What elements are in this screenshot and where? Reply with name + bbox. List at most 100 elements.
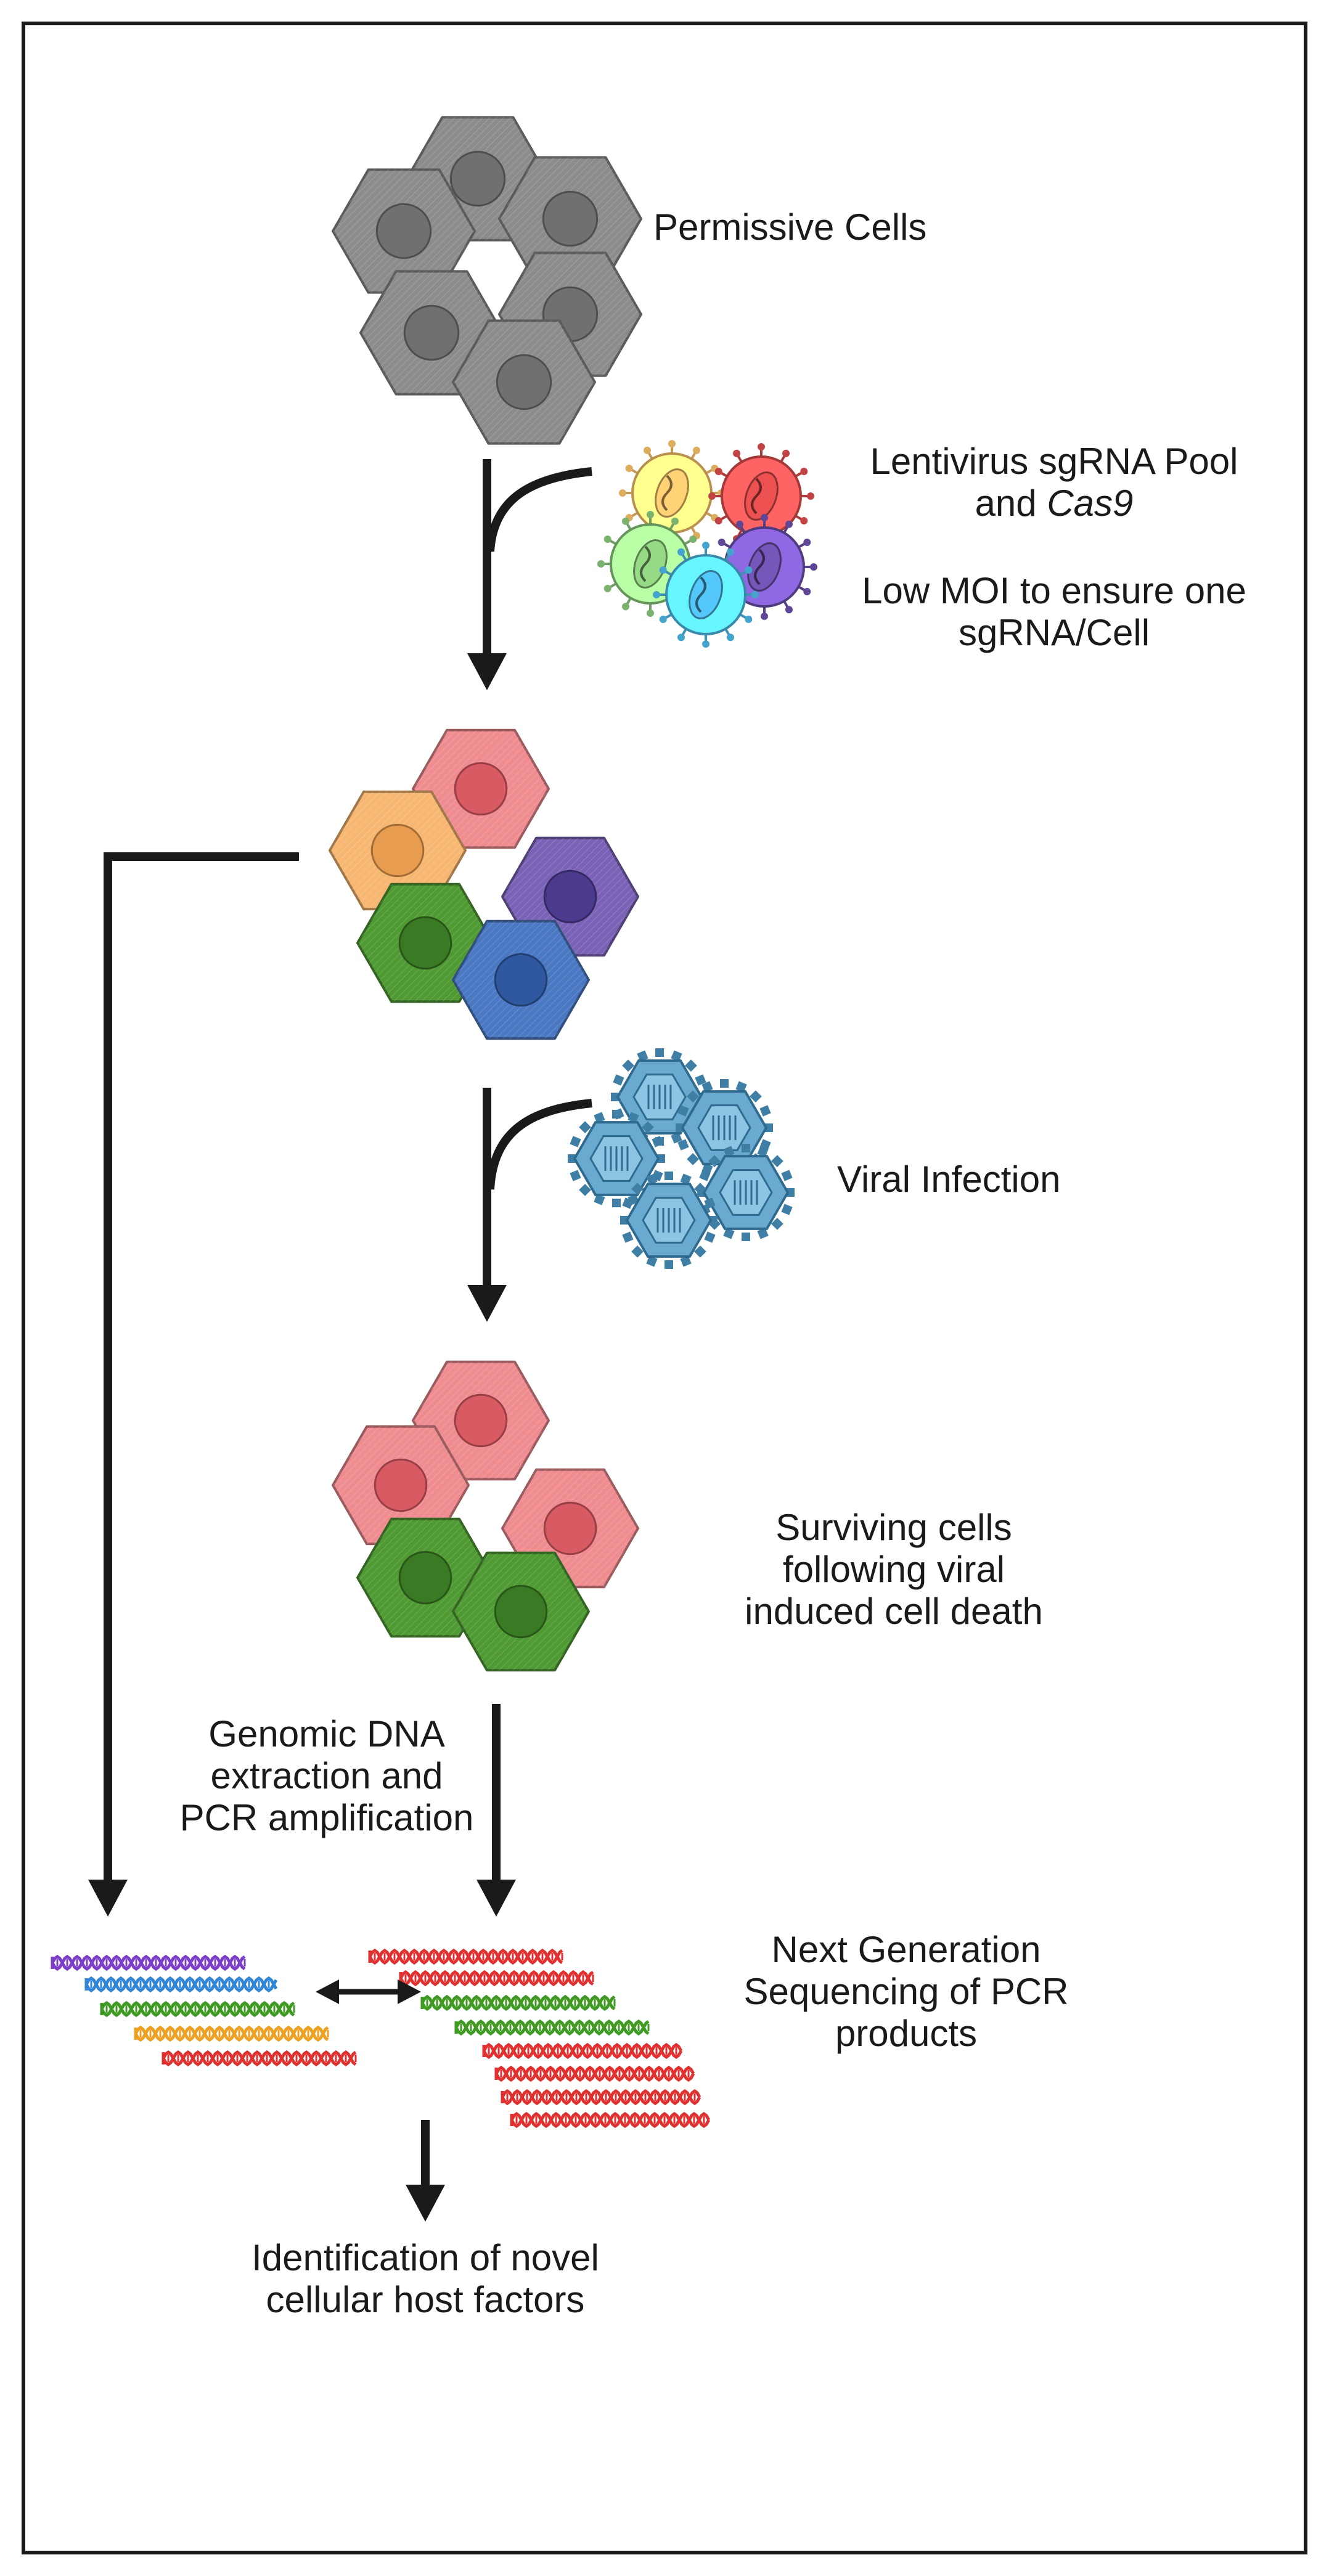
label-low-moi-line1: Low MOI to ensure one	[862, 570, 1246, 611]
spike-tip	[644, 446, 651, 454]
permissive-cells-cluster	[332, 116, 642, 445]
virion-spike	[709, 1216, 718, 1225]
virion-spike	[570, 1136, 581, 1147]
spike-tip	[800, 517, 808, 524]
label-ngs: Next Generation Sequencing of PCR produc…	[709, 1929, 1103, 2055]
curve-lentivirus-join	[486, 467, 592, 552]
cell-nucleus	[375, 203, 432, 259]
spike-tip	[758, 443, 765, 450]
label-identification-line2: cellular host factors	[266, 2279, 585, 2320]
virion-spike	[723, 1146, 735, 1157]
virion-spike	[708, 1155, 721, 1167]
virion-spike	[646, 1173, 658, 1185]
label-lentivirus-line1: Lentivirus sgRNA Pool	[870, 441, 1238, 482]
spike-tip	[671, 517, 679, 525]
virion-spike	[652, 1136, 663, 1147]
label-surviving-line3: induced cell death	[745, 1591, 1043, 1632]
grey-cell-2	[498, 156, 642, 282]
cell-nucleus	[494, 953, 548, 1007]
arrowhead-identification	[406, 2185, 445, 2222]
cell-nucleus	[454, 762, 508, 816]
virion-spike	[655, 1048, 664, 1057]
arrowhead-control	[88, 1880, 128, 1917]
spike-tip	[677, 634, 685, 642]
dna-strand-b	[51, 1954, 246, 1971]
spike-tip	[653, 591, 660, 598]
lentivirus-red	[708, 443, 814, 549]
label-ngs-line2: Sequencing of PCR	[743, 1971, 1069, 2012]
dna-strand-a	[494, 2065, 695, 2082]
label-surviving-cells: Surviving cells following viral induced …	[697, 1507, 1091, 1632]
dna-red-3	[482, 2042, 683, 2060]
spike-tip	[727, 548, 734, 556]
cell-nucleus	[496, 354, 552, 410]
genome	[751, 478, 762, 515]
spike-tip	[803, 539, 811, 546]
spike-tip	[659, 566, 667, 574]
genome	[661, 475, 673, 512]
line-control-branch	[104, 852, 299, 1886]
spike-tip	[714, 468, 722, 475]
arrowhead-transduction	[467, 653, 507, 690]
spike-tip	[689, 536, 697, 543]
grey-cell-3	[332, 168, 476, 294]
spike-tip	[693, 446, 700, 454]
label-lentivirus-line2: and Cas9	[975, 483, 1134, 524]
arrowhead-compare-right	[398, 1979, 421, 2004]
arrowheads	[88, 653, 516, 2222]
virion-spike	[677, 1105, 689, 1117]
virion-spike	[612, 1199, 621, 1207]
dna-library-selected	[368, 1948, 711, 2129]
grey-cell-6	[452, 319, 596, 445]
dna-purple	[51, 1954, 246, 1971]
dna-strand-b	[368, 1948, 563, 1965]
virion-spike	[631, 1183, 644, 1195]
dna-strand-b	[482, 2042, 683, 2060]
virion-spike	[671, 1132, 682, 1144]
virion-spike	[637, 1050, 648, 1062]
label-surviving-line2: following viral	[782, 1549, 1005, 1590]
virion-spike	[757, 1228, 769, 1239]
label-low-moi-line2: sgRNA/Cell	[958, 612, 1150, 653]
dna-green-2	[454, 2019, 650, 2036]
spike-tip	[800, 468, 808, 475]
dna-red-1	[368, 1948, 563, 1965]
cell-nucleus	[398, 1551, 452, 1605]
virion-spike	[680, 1255, 692, 1267]
spike-tip	[761, 613, 768, 620]
virion-spike	[742, 1144, 750, 1152]
virion-spike	[680, 1173, 692, 1185]
genome	[695, 576, 706, 613]
virion-spike	[771, 1218, 783, 1230]
virion-spike	[781, 1204, 793, 1215]
spike-tip	[702, 542, 709, 549]
spike-tip	[668, 440, 676, 447]
label-genomic-line2: extraction and	[210, 1755, 443, 1796]
virion-spike	[786, 1188, 795, 1197]
transduced-cells-cluster	[329, 728, 639, 1040]
dna-strand-b	[494, 2065, 695, 2082]
spike-tip	[745, 616, 753, 623]
spike-tip	[782, 449, 790, 457]
spike-tip	[619, 489, 626, 497]
label-surviving-line1: Surviving cells	[775, 1507, 1012, 1548]
dna-strand-b	[84, 1976, 278, 1993]
dna-red-4	[494, 2065, 695, 2082]
virion-spike	[594, 1112, 605, 1123]
spike-tip	[708, 492, 716, 500]
dna-strand-b	[510, 2111, 711, 2129]
label-cas9: Cas9	[1047, 483, 1134, 524]
label-ngs-line3: products	[835, 2013, 978, 2054]
virion-spike	[676, 1123, 684, 1132]
virion-spike	[781, 1170, 793, 1181]
spike-tip	[810, 563, 817, 571]
virion-spike	[612, 1110, 621, 1119]
virion-spike	[694, 1245, 706, 1258]
virion-spike	[704, 1197, 716, 1209]
arrowhead-compare-left	[316, 1979, 339, 2004]
virion-spike	[568, 1154, 576, 1163]
virion-spike	[642, 1121, 654, 1133]
dna-red-5	[501, 2089, 701, 2106]
virion-spike	[704, 1231, 716, 1243]
virion-spike	[742, 1233, 750, 1241]
